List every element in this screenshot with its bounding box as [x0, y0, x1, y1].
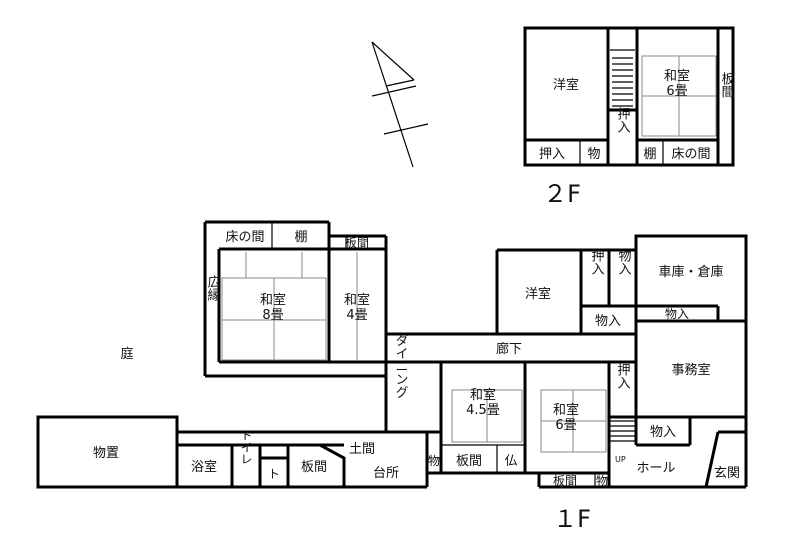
label-board-floor-top: 板間	[345, 236, 369, 250]
first-floor-stairs	[610, 420, 635, 442]
label-earthen-floor: 土間	[349, 442, 375, 457]
label-japanese-6: 和室	[553, 402, 579, 418]
label-closet-b: 押入	[615, 363, 631, 389]
label-office: 事務室	[671, 362, 710, 378]
label-kitchen: 台所	[373, 466, 399, 481]
label-japanese-8-size: 8畳	[262, 308, 283, 323]
label-corridor: 廊下	[496, 341, 522, 357]
label-storage-d: 物入	[650, 425, 676, 440]
label-bath: 浴室	[191, 459, 217, 475]
label-japanese-45: 和室	[470, 387, 496, 403]
label-garden: 庭	[120, 346, 133, 362]
label-japanese-4-size: 4畳	[346, 308, 367, 323]
label-veranda: 広縁	[205, 275, 221, 301]
floor-label-1f: １F	[553, 505, 591, 533]
label-2f-storage: 物	[587, 147, 600, 162]
label-storage-a: 物入	[616, 249, 632, 275]
label-storage-b: 物入	[595, 314, 621, 329]
label-2f-closet-small: 押入	[615, 107, 631, 133]
label-board-floor-kitchen: 板間	[301, 460, 327, 475]
label-2f-shelf: 棚	[643, 147, 656, 162]
label-japanese-45-size: 4.5畳	[466, 403, 500, 418]
label-altar: 仏	[504, 454, 517, 469]
label-2f-japanese-room: 和室	[664, 68, 690, 84]
label-storage-c: 物入	[665, 307, 689, 321]
label-garage: 車庫・倉庫	[658, 265, 723, 280]
label-toilet-small: ト	[268, 467, 280, 481]
label-japanese-4: 和室	[344, 292, 370, 308]
label-western-room: 洋室	[525, 286, 551, 302]
first-floor-tatami	[221, 252, 607, 453]
label-dining: ダイニング	[393, 334, 409, 399]
label-japanese-8: 和室	[260, 292, 286, 308]
label-2f-japanese-room-size: 6畳	[666, 84, 687, 99]
label-2f-board-floor: 板間	[719, 72, 735, 99]
label-japanese-6-size: 6畳	[555, 418, 576, 433]
second-floor-walls	[523, 26, 735, 167]
label-alcove: 床の間	[225, 230, 264, 245]
label-2f-western-room: 洋室	[553, 77, 579, 93]
label-storeroom: 物置	[93, 446, 119, 461]
label-board-floor-mid: 板間	[456, 454, 482, 469]
north-arrow-icon	[371, 41, 429, 168]
label-shelf: 棚	[294, 230, 307, 245]
second-floor-tatami	[641, 55, 717, 137]
label-hall: ホール	[636, 461, 675, 476]
label-storage-e: 物	[428, 454, 440, 468]
label-entrance: 玄関	[714, 466, 740, 481]
second-floor-stairs	[612, 57, 633, 107]
label-board-floor-bottom: 板間	[553, 474, 577, 488]
label-closet-a: 押入	[589, 249, 605, 275]
label-2f-alcove: 床の間	[671, 147, 710, 162]
label-up-mark: UP	[615, 455, 626, 464]
floor-label-2f: ２F	[543, 180, 581, 208]
first-floor-walls	[36, 220, 748, 489]
label-storage-f: 物	[596, 474, 608, 488]
label-toilet: トイレ	[239, 429, 253, 465]
label-2f-closet: 押入	[539, 147, 565, 162]
